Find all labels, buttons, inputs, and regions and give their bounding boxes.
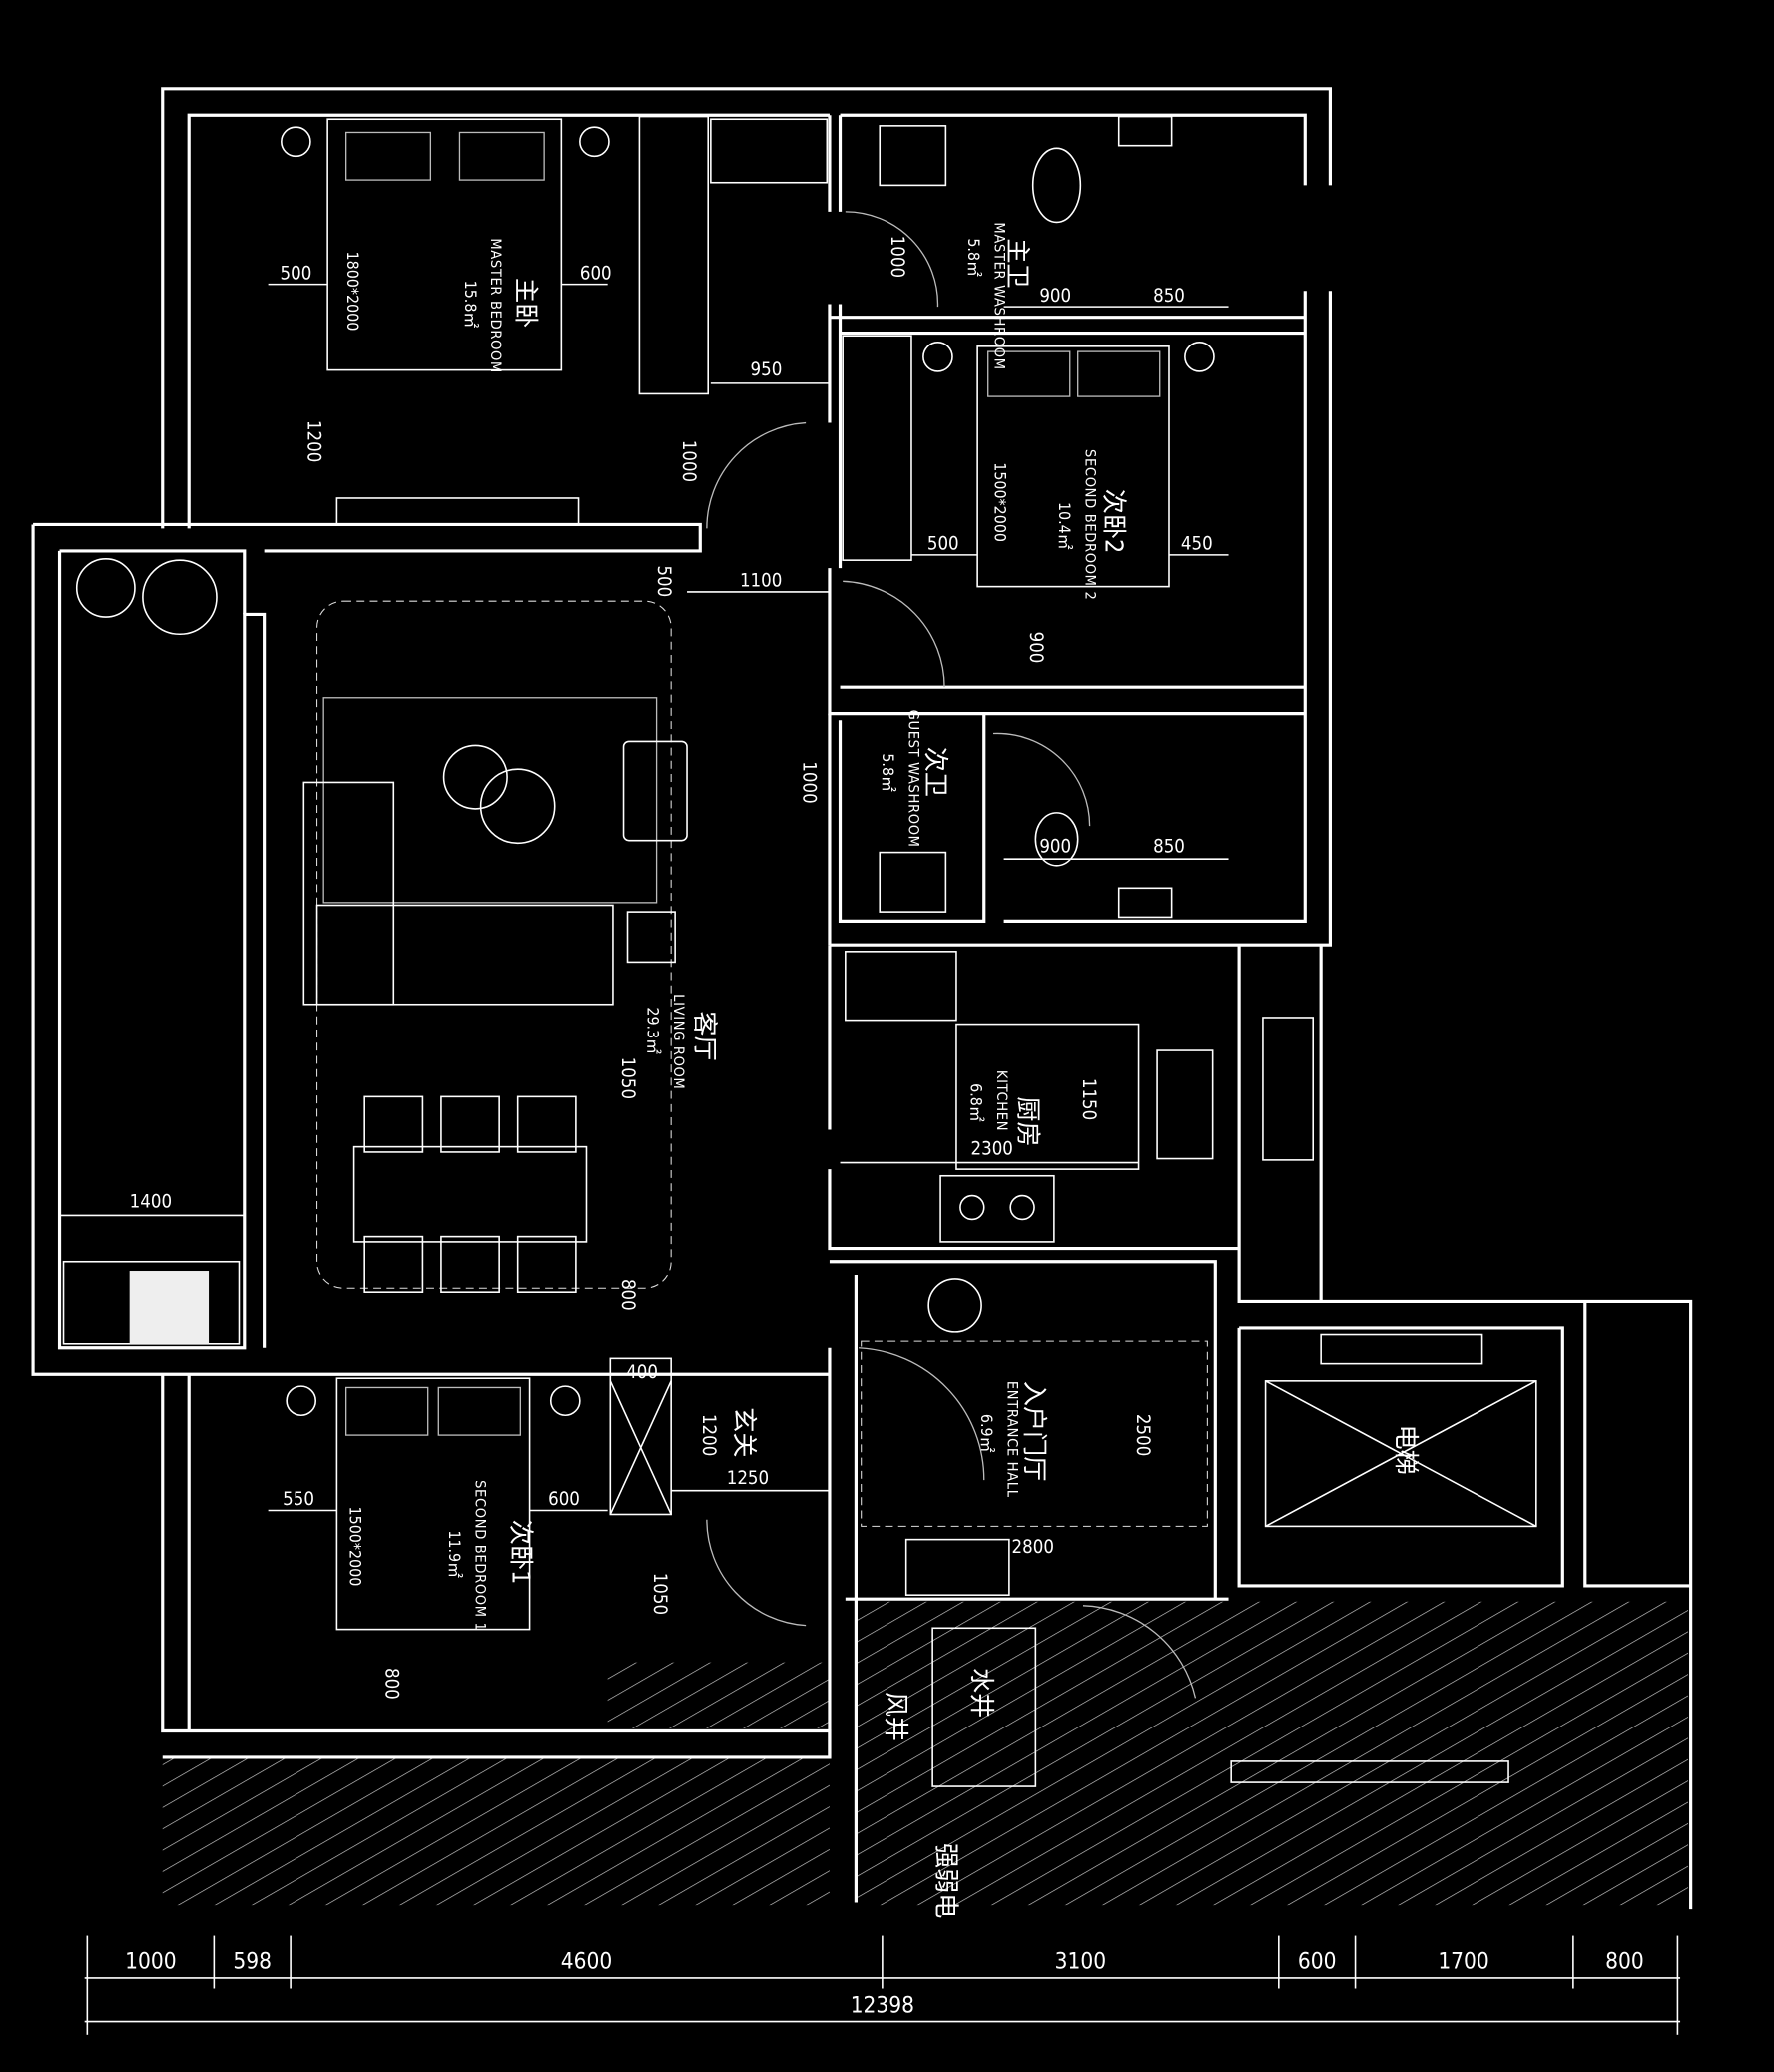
dim-segment-3: 4600 bbox=[561, 1949, 612, 1975]
dim-balcony: 1400 bbox=[130, 1192, 172, 1213]
dim-sb1-door: 1050 bbox=[649, 1573, 670, 1615]
dim-sb1-foot: 800 bbox=[380, 1668, 401, 1700]
room-label-second-bedroom-2-en: SECOND BEDROOM 2 bbox=[1082, 449, 1099, 600]
dim-mw-door: 1000 bbox=[887, 236, 907, 278]
dim-sb2-right: 450 bbox=[1181, 534, 1213, 555]
dim-gw-toilet: 900 bbox=[1039, 837, 1071, 858]
dim-corridor: 1100 bbox=[740, 571, 782, 592]
dim-hall-depth: 2500 bbox=[1132, 1414, 1153, 1456]
bed-size-second-bedroom-1: 1500*2000 bbox=[346, 1507, 365, 1587]
room-labels: 主卧 MASTER BEDROOM 15.8㎡ 1800*2000 主卫 MAS… bbox=[343, 222, 1421, 1918]
room-area-master-bedroom: 15.8㎡ bbox=[461, 281, 480, 329]
room-label-guest-washroom: 次卫 bbox=[921, 747, 950, 797]
hatched-exterior bbox=[162, 1601, 1688, 1906]
dim-corridor-side: 500 bbox=[653, 565, 674, 597]
room-label-foyer: 玄关 bbox=[730, 1407, 759, 1457]
dim-segment-1: 1000 bbox=[125, 1949, 176, 1975]
room-label-living-room-en: LIVING ROOM bbox=[670, 994, 687, 1089]
bed-size-second-bedroom-2: 1500*2000 bbox=[990, 462, 1009, 542]
room-label-entrance-hall-en: ENTRANCE HALL bbox=[1004, 1381, 1021, 1498]
overall-dimension-chain: 1000 598 4600 3100 600 1700 800 12398 bbox=[84, 1935, 1681, 2035]
dim-gw-shower: 850 bbox=[1153, 837, 1185, 858]
dim-segment-5: 600 bbox=[1298, 1949, 1337, 1975]
room-label-living-room: 客厅 bbox=[690, 1011, 719, 1060]
dim-segment-2: 598 bbox=[233, 1949, 272, 1975]
dim-total: 12398 bbox=[851, 1992, 914, 2018]
dim-mb-right: 600 bbox=[580, 263, 612, 284]
dim-sb2-foot: 900 bbox=[1025, 632, 1046, 664]
interior-dimensions: 500 600 1200 950 1000 1000 900 850 500 4… bbox=[59, 236, 1229, 1700]
dim-foyer-depth: 1200 bbox=[698, 1414, 719, 1456]
room-area-second-bedroom-1: 11.9㎡ bbox=[445, 1530, 464, 1578]
room-area-entrance-hall: 6.9㎡ bbox=[977, 1414, 996, 1453]
room-area-second-bedroom-2: 10.4㎡ bbox=[1055, 502, 1074, 550]
room-area-guest-washroom: 5.8㎡ bbox=[879, 753, 897, 792]
room-label-master-washroom-en: MASTER WASHROOM bbox=[990, 222, 1007, 369]
room-area-master-washroom: 5.8㎡ bbox=[964, 238, 983, 277]
dim-mw-shower: 850 bbox=[1153, 286, 1185, 307]
room-area-kitchen: 6.8㎡ bbox=[967, 1083, 986, 1122]
dim-sb2-left: 500 bbox=[927, 534, 959, 555]
dim-mb-left: 500 bbox=[281, 263, 312, 284]
room-label-guest-washroom-en: GUEST WASHROOM bbox=[904, 710, 921, 848]
room-label-kitchen: 厨房 bbox=[1013, 1096, 1042, 1146]
room-label-air-shaft: 风井 bbox=[882, 1692, 910, 1741]
dim-living-1050: 1050 bbox=[617, 1057, 638, 1099]
dim-segment-4: 3100 bbox=[1055, 1949, 1106, 1975]
room-label-entrance-hall: 入户门厅 bbox=[1020, 1381, 1049, 1482]
dim-gw-door: 1000 bbox=[798, 761, 819, 803]
room-label-water-shaft: 水井 bbox=[967, 1668, 996, 1718]
room-label-second-bedroom-1-en: SECOND BEDROOM 1 bbox=[471, 1480, 488, 1631]
dim-mb-wardrobe: 950 bbox=[751, 359, 783, 380]
room-label-second-bedroom-2: 次卧2 bbox=[1099, 489, 1128, 554]
dim-mb-foot: 1200 bbox=[302, 420, 323, 462]
dim-foyer-cabinet: 400 bbox=[626, 1362, 658, 1383]
room-label-kitchen-en: KITCHEN bbox=[993, 1070, 1010, 1131]
dim-segment-7: 800 bbox=[1605, 1949, 1644, 1975]
furniture bbox=[62, 115, 1537, 1787]
room-label-electric-shaft: 强弱电 bbox=[931, 1843, 960, 1918]
room-label-elevator: 电梯 bbox=[1392, 1425, 1421, 1475]
dim-kitchen-depth: 1150 bbox=[1078, 1078, 1099, 1120]
room-area-living-room: 29.3㎡ bbox=[643, 1007, 662, 1054]
room-label-second-bedroom-1: 次卧1 bbox=[506, 1520, 535, 1585]
room-label-master-bedroom: 主卧 bbox=[512, 278, 541, 328]
dim-hall-width: 2800 bbox=[1012, 1537, 1054, 1558]
dim-mw-toilet: 900 bbox=[1039, 286, 1071, 307]
dim-mb-door: 1000 bbox=[678, 440, 699, 482]
room-label-master-bedroom-en: MASTER BEDROOM bbox=[487, 238, 504, 373]
dim-sb1-left: 550 bbox=[283, 1489, 314, 1510]
dim-foyer-width: 1250 bbox=[727, 1468, 769, 1489]
bed-size-master-bedroom: 1800*2000 bbox=[343, 252, 362, 332]
dim-kitchen-width: 2300 bbox=[971, 1139, 1013, 1160]
dim-sb1-right: 600 bbox=[548, 1489, 580, 1510]
room-label-master-washroom: 主卫 bbox=[1003, 238, 1032, 288]
dim-segment-6: 1700 bbox=[1438, 1949, 1488, 1975]
dim-living-800: 800 bbox=[617, 1279, 638, 1311]
